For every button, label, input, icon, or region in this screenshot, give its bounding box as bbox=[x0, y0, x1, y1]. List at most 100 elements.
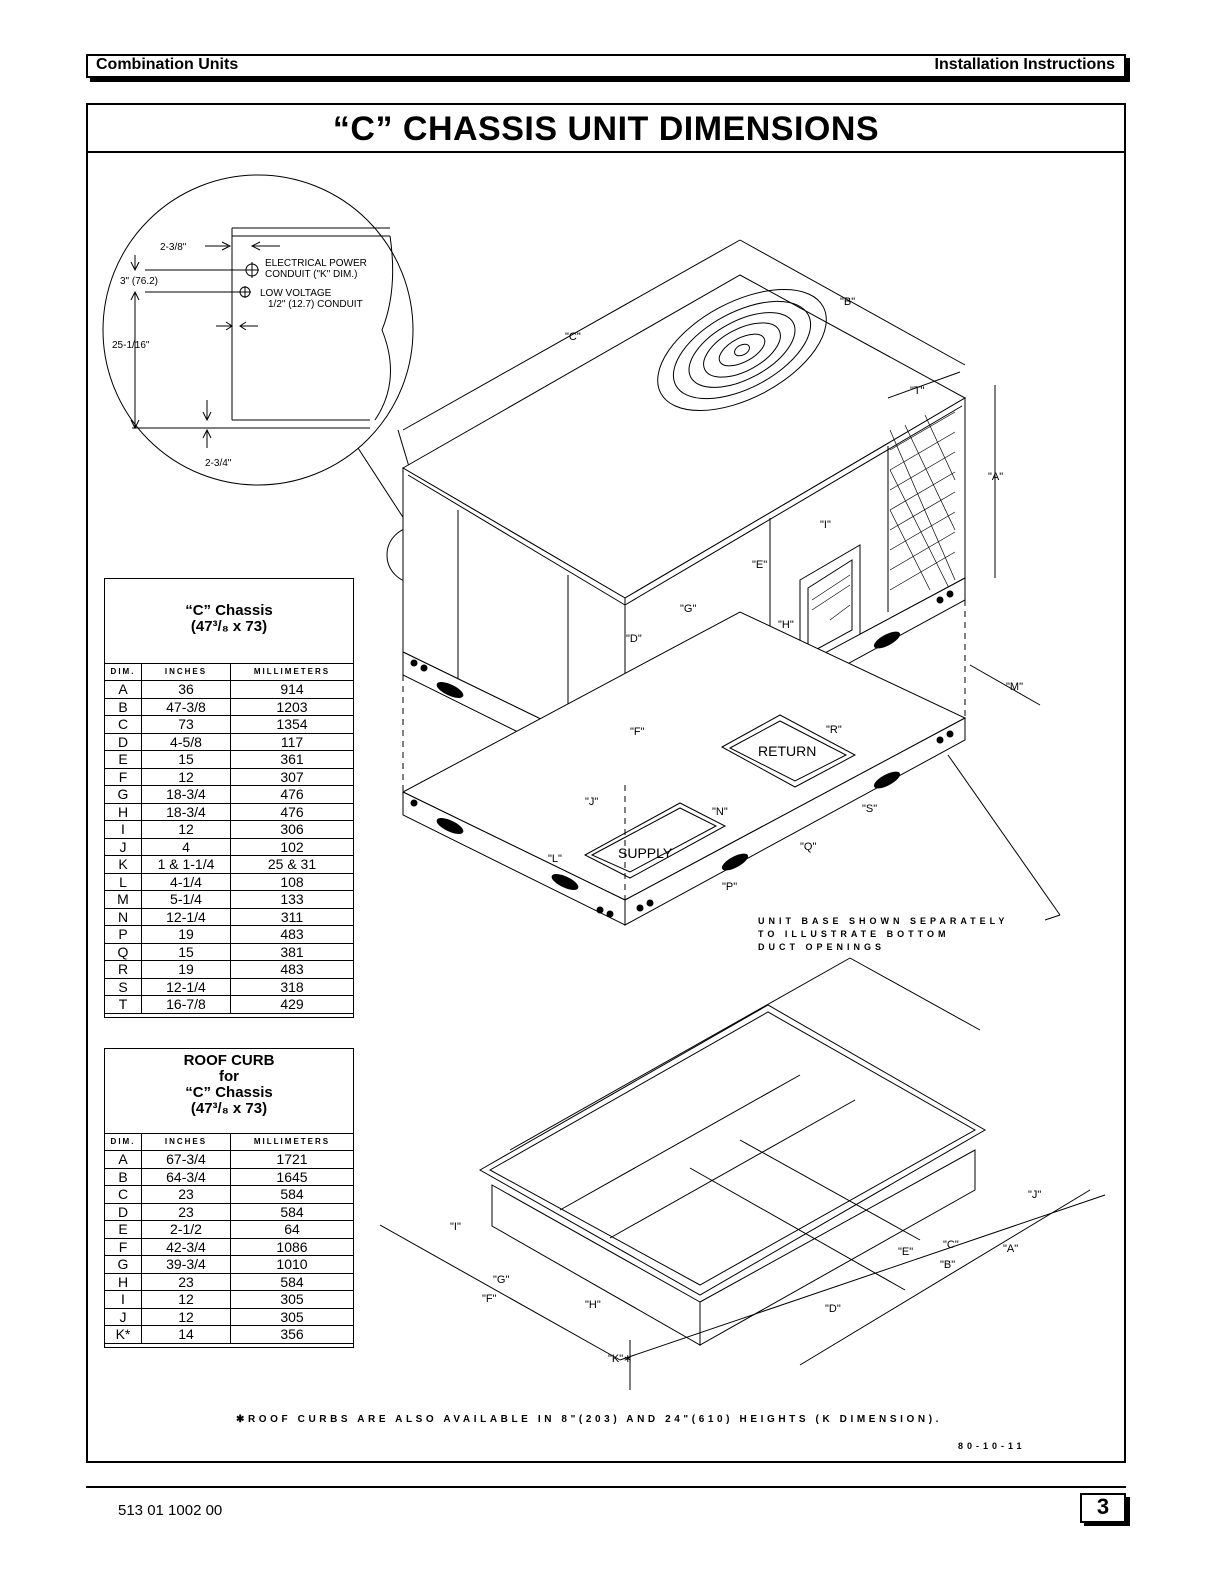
table-cell: 73 bbox=[141, 715, 231, 734]
header-doc-type: Installation Instructions bbox=[934, 56, 1115, 73]
dim-2-3-4: 2-3/4" bbox=[205, 458, 232, 469]
table-cell: I bbox=[104, 1290, 142, 1309]
table-cell: D bbox=[104, 1202, 142, 1221]
table-cell: 584 bbox=[230, 1185, 354, 1204]
dim-25-1-16: 25-1/16" bbox=[112, 340, 150, 351]
table-cell: J bbox=[104, 837, 142, 856]
page-number: 3 bbox=[1096, 1494, 1110, 1519]
unit-dim-g: "G" bbox=[680, 603, 696, 615]
table-cell: K bbox=[104, 855, 142, 874]
table-cell: H bbox=[104, 802, 142, 821]
table-cell: 12 bbox=[141, 767, 231, 786]
unit-base-note-3: DUCT OPENINGS bbox=[758, 942, 885, 952]
column-header: INCHES bbox=[141, 1133, 231, 1151]
page-number-box bbox=[1080, 1493, 1126, 1523]
table-cell: 1721 bbox=[230, 1150, 354, 1169]
table-cell: 64 bbox=[230, 1220, 354, 1239]
curb-dim-f: "F" bbox=[482, 1293, 497, 1305]
table-cell: 483 bbox=[230, 960, 354, 979]
unit-dim-i: "I" bbox=[820, 519, 831, 531]
column-header: MILLIMETERS bbox=[230, 1133, 354, 1151]
dim-2-3-8: 2-3/8" bbox=[160, 242, 187, 253]
table-cell: 476 bbox=[230, 802, 354, 821]
curb-dim-i: "I" bbox=[450, 1221, 461, 1233]
table-cell: F bbox=[104, 1237, 142, 1256]
table-cell: 15 bbox=[141, 750, 231, 769]
table-cell: G bbox=[104, 785, 142, 804]
table-cell: 429 bbox=[230, 995, 354, 1014]
curb-dim-e: "E" bbox=[898, 1246, 913, 1258]
unit-dim-f: "F" bbox=[630, 726, 645, 738]
table-cell: 381 bbox=[230, 942, 354, 961]
table-cell: T bbox=[104, 995, 142, 1014]
table-cell: 5-1/4 bbox=[141, 890, 231, 909]
table-cell: 307 bbox=[230, 767, 354, 786]
chassis-table-title: “C” Chassis bbox=[185, 602, 273, 619]
chassis-table-size: (47³/₈ x 73) bbox=[190, 618, 268, 635]
supply-opening-label: SUPPLY bbox=[618, 845, 673, 861]
unit-dim-l: "L" bbox=[548, 853, 562, 865]
table-cell: 67-3/4 bbox=[141, 1150, 231, 1169]
table-cell: 4-1/4 bbox=[141, 872, 231, 891]
table-cell: 1645 bbox=[230, 1167, 354, 1186]
table-cell: 64-3/4 bbox=[141, 1167, 231, 1186]
unit-dim-t: "T" bbox=[910, 385, 925, 397]
table-cell: 18-3/4 bbox=[141, 785, 231, 804]
table-cell: 36 bbox=[141, 680, 231, 699]
page-frame bbox=[86, 103, 1126, 1463]
table-cell: 305 bbox=[230, 1290, 354, 1309]
table-cell: 23 bbox=[141, 1202, 231, 1221]
table-cell: 19 bbox=[141, 960, 231, 979]
table-cell: 584 bbox=[230, 1202, 354, 1221]
header-shadow bbox=[90, 76, 1130, 82]
table-cell: 483 bbox=[230, 925, 354, 944]
footer-divider bbox=[86, 1486, 1126, 1488]
unit-dim-c: "C" bbox=[565, 331, 581, 343]
curb-dim-j: "J" bbox=[1028, 1189, 1041, 1201]
curb-dim-c: "C" bbox=[943, 1239, 959, 1251]
page-title: “C” CHASSIS UNIT DIMENSIONS bbox=[332, 110, 880, 148]
unit-dim-n: "N" bbox=[712, 806, 728, 818]
page-number-shadow bbox=[1084, 1521, 1130, 1526]
column-header: INCHES bbox=[141, 663, 231, 681]
curb-table-size: (47³/₈ x 73) bbox=[190, 1100, 268, 1117]
header-section-title: Combination Units bbox=[96, 56, 239, 73]
table-cell: D bbox=[104, 732, 142, 751]
drawing-code: 80-10-11 bbox=[958, 1441, 1026, 1451]
curb-dim-h: "H" bbox=[585, 1299, 601, 1311]
table-cell: 42-3/4 bbox=[141, 1237, 231, 1256]
table-cell: 12-1/4 bbox=[141, 977, 231, 996]
curb-dimension-labels: "I" "G" "F" "H" "K"∗ "D" "E" "C" "B" "A"… bbox=[450, 1189, 1041, 1365]
table-cell: F bbox=[104, 767, 142, 786]
table-cell: 102 bbox=[230, 837, 354, 856]
unit-dim-a: "A" bbox=[988, 471, 1003, 483]
table-cell: 311 bbox=[230, 907, 354, 926]
curb-dim-d: "D" bbox=[825, 1303, 841, 1315]
unit-dim-s: "S" bbox=[862, 803, 877, 815]
table-cell: 12 bbox=[141, 820, 231, 839]
dim-3-in: 3" (76.2) bbox=[120, 276, 158, 287]
electrical-conduit-label-1: ELECTRICAL POWER bbox=[265, 258, 367, 269]
detail-labels: 2-3/8" 3" (76.2) 25-1/16" 2-3/4" ELECTRI… bbox=[112, 242, 367, 469]
